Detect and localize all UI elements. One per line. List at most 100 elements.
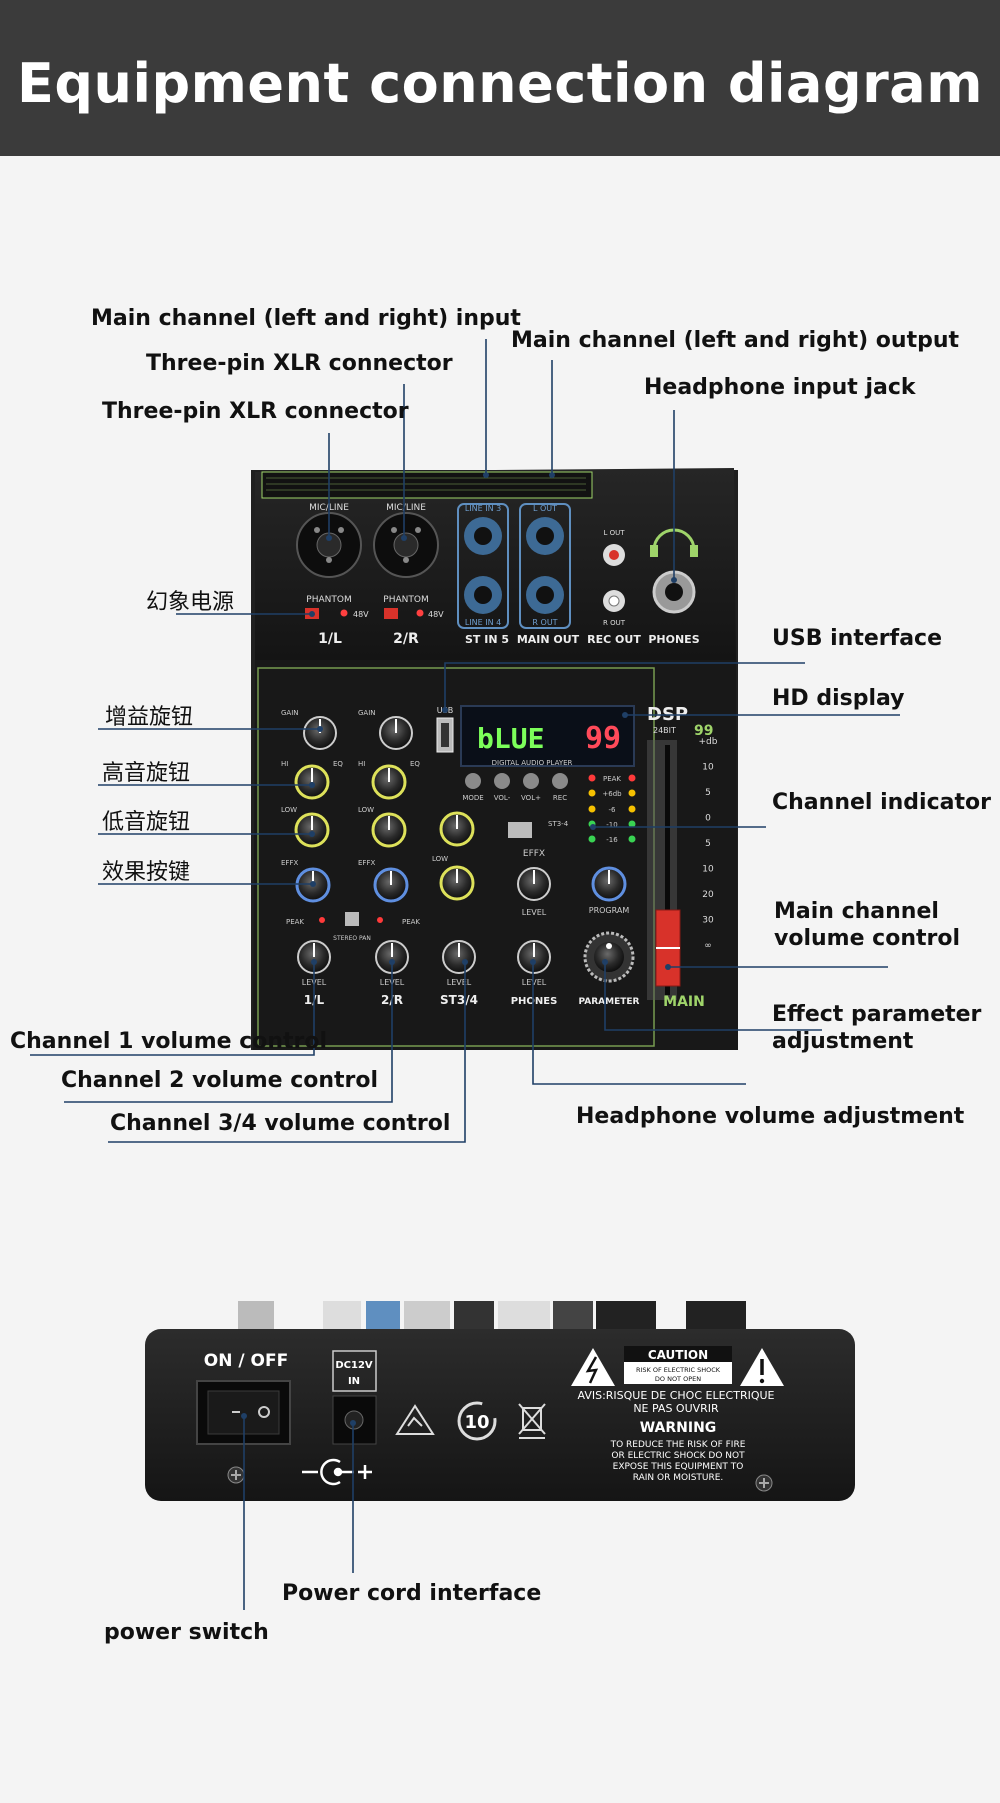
dot-phantom xyxy=(309,611,315,617)
dot-gain xyxy=(317,726,323,732)
line-in3-label: LINE IN 3 xyxy=(465,504,501,513)
line-in-3-jack[interactable] xyxy=(464,517,502,555)
effx-label-1: EFFX xyxy=(281,859,298,867)
label-power-switch: power switch xyxy=(104,1620,269,1645)
phones-level-knob[interactable] xyxy=(517,940,551,974)
rec-out-r-jack[interactable] xyxy=(603,590,625,612)
gain-knob-2[interactable] xyxy=(379,716,413,750)
line-ch34 xyxy=(108,962,466,1143)
label-ch2-volume: Channel 2 volume control xyxy=(61,1068,379,1093)
level-label-effx: LEVEL xyxy=(522,908,547,917)
led-minus16 xyxy=(588,835,596,843)
rec-l-out-label: L OUT xyxy=(603,529,625,537)
hi-knob-2[interactable] xyxy=(371,764,407,800)
level-knob-3[interactable] xyxy=(442,940,476,974)
top-jack-5 xyxy=(454,1301,494,1331)
rec-button[interactable] xyxy=(552,773,568,789)
switch-off-mark xyxy=(258,1406,270,1418)
label-gain-knob: 增益旋钮 xyxy=(105,705,194,730)
phones-label-bottom: PHONES xyxy=(511,996,558,1007)
label-effect-parameter-line2: adjustment xyxy=(772,1029,914,1054)
channel-indicator-leds xyxy=(588,774,636,843)
xlr-jack-1[interactable] xyxy=(296,512,362,578)
on-off-label: ON / OFF xyxy=(204,1351,288,1371)
rec-label: REC xyxy=(553,794,567,802)
label-phantom-power: 幻象电源 xyxy=(146,590,235,615)
r-out-jack[interactable] xyxy=(526,576,564,614)
mode-label: MODE xyxy=(462,794,483,802)
label-effect-parameter-line1: Effect parameter xyxy=(772,1002,982,1027)
label-xlr-connector-2: Three-pin XLR connector xyxy=(102,399,409,424)
led-minus6-r xyxy=(628,805,636,813)
main-out-frame xyxy=(519,503,571,629)
label-effect-parameter: Effect parameter adjustment xyxy=(772,1001,981,1055)
player-buttons xyxy=(465,773,568,789)
effx-knob-2[interactable] xyxy=(373,867,409,903)
top-jack-4 xyxy=(404,1301,450,1331)
risk-label: RISK OF ELECTRIC SHOCK xyxy=(636,1366,721,1374)
exclamation-warning-icon-right xyxy=(740,1348,784,1386)
parameter-encoder[interactable] xyxy=(583,931,635,983)
mode-button[interactable] xyxy=(465,773,481,789)
l-out-jack[interactable] xyxy=(526,517,564,555)
vol-down-button[interactable] xyxy=(494,773,510,789)
fader-scale-mark: 5 xyxy=(705,839,711,849)
parameter-label: PARAMETER xyxy=(579,997,640,1007)
phantom-switch-2[interactable] xyxy=(384,608,398,619)
top-jack-8 xyxy=(596,1301,656,1331)
mixer-back-panel: ON / OFF DC12V IN 10 xyxy=(145,1301,855,1501)
led-peak xyxy=(588,774,596,782)
effx-label-master: EFFX xyxy=(523,849,545,859)
mic-line-label-2: MIC/LINE xyxy=(386,503,426,513)
phantom-label-2: PHANTOM xyxy=(383,595,428,605)
mixer-top-panel: MIC/LINE MIC/LINE PHANTOM PHANTOM 48V 48… xyxy=(251,468,738,1050)
low-knob-1[interactable] xyxy=(294,812,330,848)
line-in-4-jack[interactable] xyxy=(464,576,502,614)
program-knob[interactable] xyxy=(591,866,627,902)
dot-xlr-1 xyxy=(326,535,332,541)
label-main-channel-input: Main channel (left and right) input xyxy=(91,306,521,331)
screw-right xyxy=(755,1474,773,1492)
warning-line-3: EXPOSE THIS EQUIPMENT TO xyxy=(613,1462,744,1472)
phones-label-top: PHONES xyxy=(648,633,699,646)
rec-out-label: REC OUT xyxy=(587,633,641,646)
leader-lines xyxy=(30,339,900,1143)
low-knob-3[interactable] xyxy=(439,865,475,901)
top-jack-7 xyxy=(553,1301,593,1331)
label-channel-indicator: Channel indicator xyxy=(772,790,991,815)
r-out-label: R OUT xyxy=(532,618,557,627)
led-peak-r xyxy=(628,774,636,782)
dot-ch2 xyxy=(389,959,395,965)
hi-knob-3[interactable] xyxy=(439,811,475,847)
dot-treble xyxy=(309,782,315,788)
stereo-pan-button[interactable] xyxy=(345,912,359,926)
low-label-1: LOW xyxy=(281,806,297,814)
ch2-label-top: 2/R xyxy=(393,631,419,647)
leader-dots xyxy=(309,472,677,970)
bottom-leader-lines xyxy=(243,1416,354,1610)
vol-up-button[interactable] xyxy=(523,773,539,789)
xlr-jack-2[interactable] xyxy=(373,512,439,578)
led-plus6-r xyxy=(628,789,636,797)
fader-scale-mark: 10 xyxy=(702,763,714,773)
warning-line-1: TO REDUCE THE RISK OF FIRE xyxy=(610,1440,746,1450)
caution-label: CAUTION xyxy=(648,1348,708,1362)
vol-plus-label: VOL+ xyxy=(521,794,541,802)
line-headphone-volume xyxy=(532,962,746,1085)
v48-label-2: 48V xyxy=(428,610,444,619)
label-xlr-connector-1: Three-pin XLR connector xyxy=(146,351,453,376)
dot-ch34 xyxy=(462,959,468,965)
eq-label-1: EQ xyxy=(333,760,343,768)
avis-line-1: AVIS:RISQUE DE CHOC ELECTRIQUE xyxy=(578,1389,775,1402)
dot-hd-display xyxy=(622,712,628,718)
low-knob-2[interactable] xyxy=(371,812,407,848)
level-knob-1[interactable] xyxy=(297,940,331,974)
fader-scale-mark: +db xyxy=(699,737,718,747)
line-in4-label: LINE IN 4 xyxy=(465,618,501,627)
st34-usb-switch[interactable] xyxy=(508,822,532,838)
rec-out-l-jack[interactable] xyxy=(603,544,625,566)
gain-knob-1[interactable] xyxy=(303,716,337,750)
led-minus16-r xyxy=(628,835,636,843)
effx-level-knob[interactable] xyxy=(517,867,551,901)
